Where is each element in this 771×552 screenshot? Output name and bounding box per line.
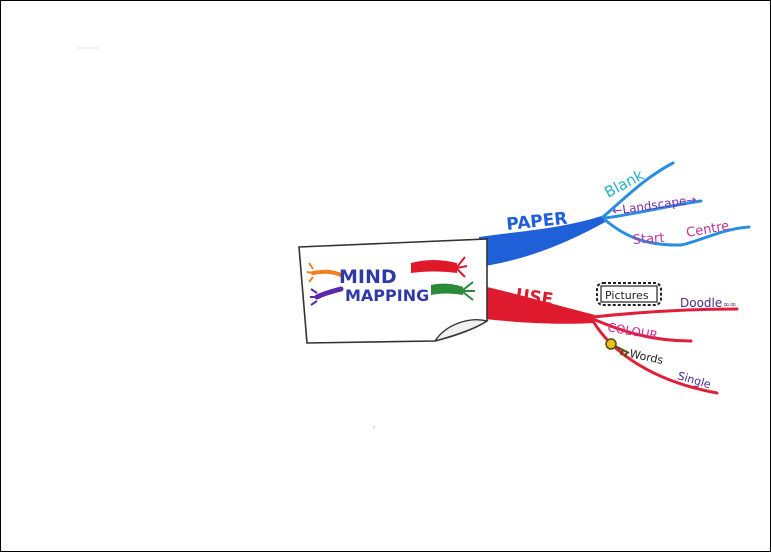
pictures-label: Pictures [605, 289, 649, 302]
central-title-line1: MIND [339, 266, 397, 288]
pictures-branch-line [593, 309, 737, 317]
central-card: MIND MAPPING [299, 239, 487, 343]
doodle-squiggle: ∞∞ [723, 300, 736, 309]
words-label: Words [628, 347, 664, 367]
central-title-line2: MAPPING [345, 286, 429, 305]
blank-label: Blank [601, 166, 647, 202]
start-label: Start [632, 231, 665, 248]
key-icon [606, 339, 629, 357]
doodle-label: Doodle [680, 296, 722, 310]
landscape-label: ←Landscape→ [611, 192, 697, 218]
faint-dot [373, 426, 375, 428]
